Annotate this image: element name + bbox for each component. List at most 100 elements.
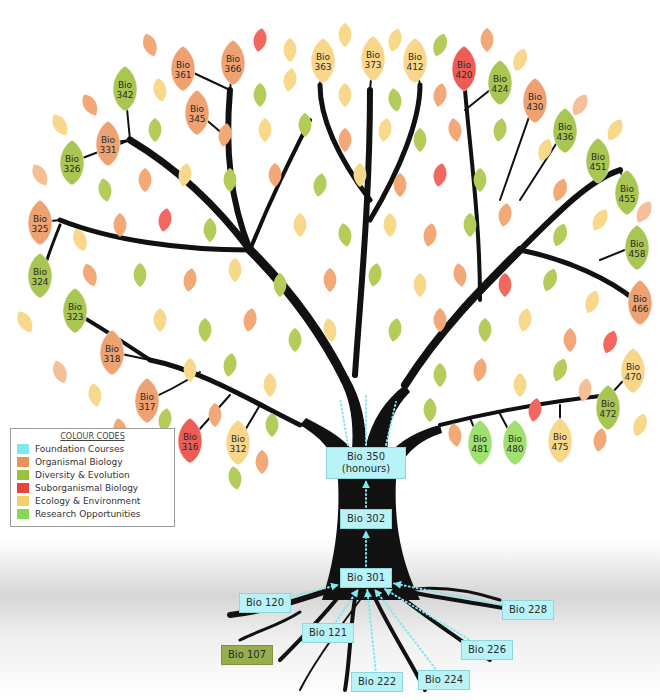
leaf-outline	[468, 420, 492, 465]
legend-row: Suborganismal Biology	[17, 483, 168, 493]
leaf	[550, 222, 570, 249]
root	[230, 590, 330, 615]
course-code: Bio 436	[553, 118, 577, 142]
leaf	[377, 117, 394, 143]
dotted-arrow	[365, 481, 367, 507]
leaf	[447, 117, 464, 143]
leaf	[224, 168, 237, 192]
course-code: Bio 312	[226, 430, 250, 454]
branch	[465, 90, 480, 300]
legend-row: Diversity & Evolution	[17, 470, 168, 480]
leaf	[177, 162, 194, 188]
course-code: Bio 318	[100, 340, 124, 364]
leaf	[152, 77, 169, 103]
course-code: Bio 326	[60, 150, 84, 174]
leaf-outline	[185, 90, 209, 135]
course-code: Bio 361	[171, 56, 195, 80]
course-leaf: Bio 326	[57, 138, 87, 186]
leaf-outline	[63, 288, 87, 333]
course-leaf: Bio 436	[550, 106, 580, 154]
leaf	[588, 206, 611, 233]
leaf	[312, 172, 329, 198]
course-code: Bio 363	[311, 48, 335, 72]
dotted-path	[340, 398, 348, 445]
leaf-outline	[226, 420, 250, 465]
leaf	[384, 213, 397, 237]
leaf	[259, 118, 272, 142]
leaf	[432, 82, 449, 108]
course-leaf: Bio 475	[545, 416, 575, 464]
course-box: Bio 222	[351, 672, 403, 692]
legend-text: Foundation Courses	[35, 444, 124, 454]
trunk	[300, 376, 442, 600]
legend-swatch	[17, 509, 29, 519]
dotted-arrow	[394, 584, 500, 605]
leaf	[266, 413, 279, 437]
leaf	[354, 163, 367, 187]
course-leaf: Bio 318	[97, 328, 127, 376]
leaf	[242, 307, 259, 333]
leaf	[481, 28, 494, 52]
leaf	[209, 403, 222, 427]
leaf-outline	[503, 420, 527, 465]
legend-title: COLOUR CODES	[11, 432, 174, 441]
legend-text: Research Opportunities	[35, 509, 141, 519]
leaf	[434, 363, 447, 387]
legend-swatch	[17, 444, 29, 454]
leaf	[422, 222, 439, 248]
leaf	[322, 317, 339, 343]
course-code: Bio 120	[246, 597, 284, 609]
course-code: Bio 451	[586, 148, 610, 172]
leaf	[229, 258, 242, 282]
course-code: Bio 324	[28, 263, 52, 287]
course-code: Bio 373	[361, 46, 385, 70]
course-leaf: Bio 331	[93, 119, 123, 167]
course-box: Bio 350 (honours)	[326, 447, 406, 479]
dotted-path	[365, 395, 367, 445]
leaf	[339, 83, 352, 107]
leaf	[600, 329, 620, 356]
course-box: Bio 226	[461, 640, 513, 660]
leaf	[479, 318, 492, 342]
leaf	[157, 207, 174, 233]
leaf	[582, 289, 602, 316]
course-code: Bio 121	[309, 627, 347, 639]
branches	[42, 58, 640, 442]
leaf	[430, 32, 450, 59]
leaf-outline	[615, 170, 639, 215]
legend-row: Ecology & Environment	[17, 496, 168, 506]
leaf	[527, 397, 544, 423]
legend-text: Ecology & Environment	[35, 496, 140, 506]
branch	[250, 250, 345, 380]
dotted-arrow	[367, 590, 375, 670]
course-leaf: Bio 451	[583, 136, 613, 184]
leaf	[492, 117, 509, 143]
leaf	[269, 163, 282, 187]
course-leaf: Bio 342	[110, 64, 140, 112]
course-leaf: Bio 324	[25, 251, 55, 299]
leaf	[414, 273, 427, 297]
course-code: Bio 366	[221, 50, 245, 74]
leaf-outline	[171, 46, 195, 91]
leaf	[387, 87, 404, 113]
leaf-outline	[311, 38, 335, 83]
legend-swatch	[17, 470, 29, 480]
course-leaf: Bio 480	[500, 418, 530, 466]
course-code: Bio 458	[625, 235, 649, 259]
leaf-outline	[523, 78, 547, 123]
course-code: Bio 466	[628, 290, 652, 314]
leaf	[367, 262, 384, 288]
course-leaf: Bio 420	[449, 44, 479, 92]
leaf	[139, 168, 152, 192]
leaf-outline	[625, 225, 649, 270]
leaf-outline	[361, 36, 385, 81]
leaf	[535, 137, 555, 164]
leaf-outline	[113, 66, 137, 111]
leaf	[254, 83, 267, 107]
course-leaf: Bio 466	[625, 278, 655, 326]
course-box: Bio 121	[302, 623, 354, 643]
leaf	[550, 357, 570, 384]
